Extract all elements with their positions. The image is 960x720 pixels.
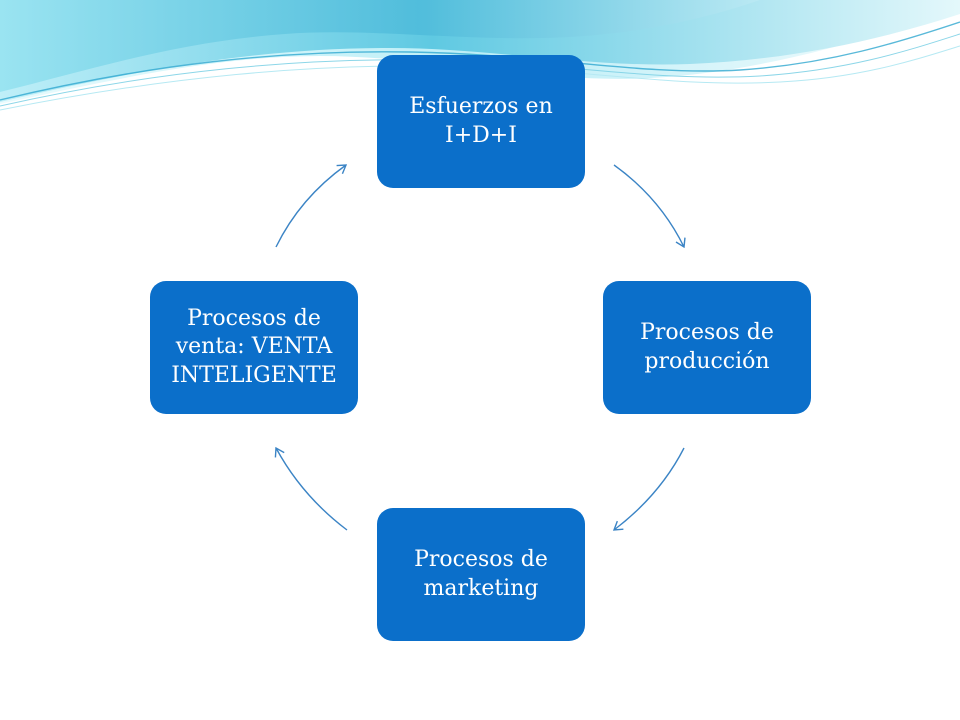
header-wave-front (0, 0, 760, 92)
node-procesos-produccion: Procesos de producción (603, 281, 811, 414)
connector-top-to-right (613, 164, 686, 249)
node-label: Procesos de venta: VENTA INTELIGENTE (171, 306, 337, 388)
node-procesos-marketing: Procesos de marketing (377, 508, 585, 641)
connector-left-to-top (275, 164, 348, 248)
node-procesos-venta: Procesos de venta: VENTA INTELIGENTE (150, 281, 358, 414)
connector-bottom-to-left (274, 446, 348, 531)
node-label: Procesos de marketing (414, 547, 548, 601)
node-esfuerzos-idi: Esfuerzos en I+D+I (377, 55, 585, 188)
node-label: Esfuerzos en I+D+I (409, 94, 553, 148)
node-label: Procesos de producción (640, 320, 774, 374)
connector-right-to-bottom (612, 447, 685, 531)
